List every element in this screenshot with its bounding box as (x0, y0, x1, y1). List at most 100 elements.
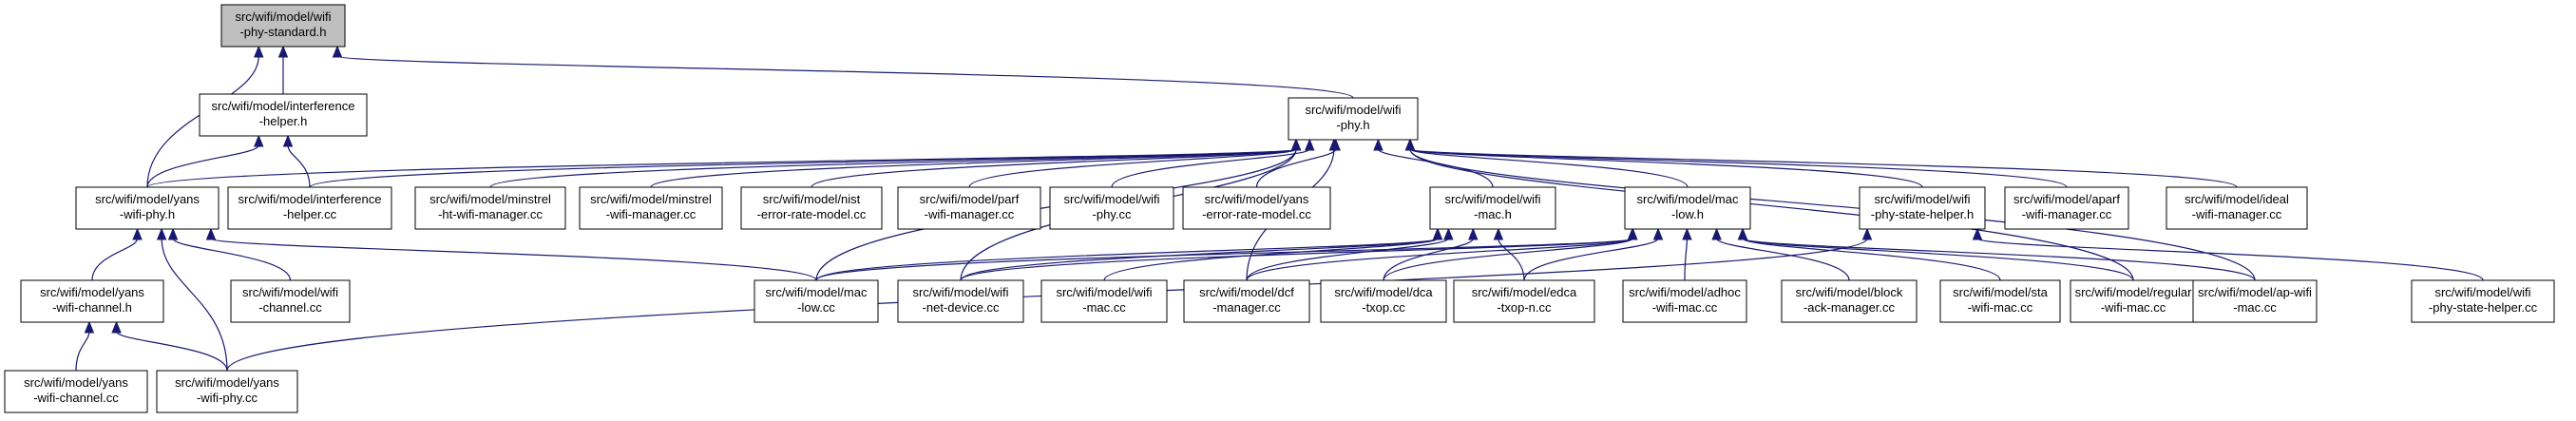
edge-netdev-to-maclow_h (960, 238, 1633, 281)
node-label-line: -wifi-mac.cc (2101, 300, 2166, 315)
node-psh-h[interactable]: src/wifi/model/wifi-phy-state-helper.h (1859, 186, 1986, 230)
node-label-line: src/wifi/model/yans (1205, 192, 1309, 206)
node-edca[interactable]: src/wifi/model/edca-txop-n.cc (1453, 279, 1595, 323)
node-box (897, 279, 1024, 323)
node-dcf[interactable]: src/wifi/model/dcf-manager.cc (1183, 279, 1310, 323)
node-interf-h[interactable]: src/wifi/model/interference-helper.h (199, 93, 368, 137)
edge-arrowhead (332, 45, 343, 58)
node-yanschan-h[interactable]: src/wifi/model/yans-wifi-channel.h (20, 279, 164, 323)
node-box (740, 186, 883, 230)
node-label-line: src/wifi/model/edca (1472, 285, 1577, 299)
node-maclow-cc[interactable]: src/wifi/model/mac-low.cc (754, 279, 879, 323)
edge-arrowhead (282, 134, 294, 147)
edge-arrowhead (84, 320, 95, 334)
node-label-line: -txop.cc (1362, 300, 1405, 315)
node-wifiphy-h[interactable]: src/wifi/model/wifi-phy.h (1288, 97, 1419, 141)
node-box (230, 279, 351, 323)
node-interf-cc[interactable]: src/wifi/model/interference-helper.cc (227, 186, 392, 230)
node-label-line: -mac.cc (1082, 300, 1126, 315)
node-label-line: -wifi-channel.cc (33, 391, 119, 405)
edge-arrowhead (1493, 227, 1504, 240)
node-label-line: src/wifi/model/interference (239, 192, 382, 206)
node-parf[interactable]: src/wifi/model/parf-wifi-manager.cc (897, 186, 1041, 230)
edge-yanschan_cc-to-yanschan_h (75, 331, 90, 372)
node-box (1453, 279, 1595, 323)
node-label-line: src/wifi/model/mac (1637, 192, 1739, 206)
node-label-line: -txop-n.cc (1497, 300, 1552, 315)
node-std[interactable]: src/wifi/model/wifi-phy-standard.h (220, 4, 346, 48)
node-aparf[interactable]: src/wifi/model/aparf-wifi-manager.cc (2004, 186, 2129, 230)
node-box (20, 279, 164, 323)
edge-arrowhead (1972, 227, 1983, 240)
node-wifimac-h[interactable]: src/wifi/model/wifi-mac.h (1429, 186, 1556, 230)
edge-arrowhead (254, 45, 264, 58)
node-label-line: src/wifi/model/wifi (235, 10, 331, 24)
node-box (579, 186, 723, 230)
node-dca[interactable]: src/wifi/model/dca-txop.cc (1320, 279, 1447, 323)
node-yanschan-cc[interactable]: src/wifi/model/yans-wifi-channel.cc (4, 370, 148, 413)
node-label-line: src/wifi/model/regular (2075, 285, 2192, 299)
node-label-line: src/wifi/model/wifi (242, 285, 338, 299)
node-nist[interactable]: src/wifi/model/nist-error-rate-model.cc (740, 186, 883, 230)
node-label-line: -wifi-manager.cc (2022, 207, 2112, 221)
node-box (414, 186, 566, 230)
node-apwifi[interactable]: src/wifi/model/ap-wifi-mac.cc (2192, 279, 2318, 323)
node-wifiphy-cc[interactable]: src/wifi/model/wifi-phy.cc (1049, 186, 1174, 230)
edge-apwifi-to-maclow_h (1742, 238, 2256, 281)
edge-arrowhead (156, 227, 167, 240)
node-yans-err[interactable]: src/wifi/model/yans-error-rate-model.cc (1182, 186, 1331, 230)
node-netdev[interactable]: src/wifi/model/wifi-net-device.cc (897, 279, 1024, 323)
node-label-line: src/wifi/model/dca (1334, 285, 1433, 299)
node-label-line: -wifi-phy.cc (197, 391, 258, 405)
node-box (2004, 186, 2129, 230)
node-label-line: src/wifi/model/yans (95, 192, 200, 206)
node-label-line: -mac.cc (2233, 300, 2277, 315)
node-box (2411, 279, 2555, 323)
edge-maclow_cc-to-yansphy_h (210, 238, 817, 281)
node-adhoc[interactable]: src/wifi/model/adhoc-wifi-mac.cc (1622, 279, 1747, 323)
node-sta[interactable]: src/wifi/model/sta-wifi-mac.cc (1939, 279, 2061, 323)
edge-arrowhead (1652, 227, 1664, 240)
node-box (1429, 186, 1556, 230)
node-psh-cc[interactable]: src/wifi/model/wifi-phy-state-helper.cc (2411, 279, 2555, 323)
node-label-line: -low.cc (797, 300, 835, 315)
node-wifichan-cc[interactable]: src/wifi/model/wifi-channel.cc (230, 279, 351, 323)
node-box (1049, 186, 1174, 230)
edge-arrowhead (167, 227, 179, 240)
node-minstrel-ht[interactable]: src/wifi/model/minstrel-ht-wifi-manager.… (414, 186, 566, 230)
edge-yansphy_cc-to-yansphy_h (161, 238, 228, 372)
node-box (754, 279, 879, 323)
node-label-line: src/wifi/model/yans (175, 375, 279, 390)
edge-arrowhead (1468, 227, 1479, 240)
node-regular[interactable]: src/wifi/model/regular-wifi-mac.cc (2070, 279, 2197, 323)
edge-yansphy_cc-to-yanschan_h (115, 331, 228, 372)
edge-regular-to-maclow_h (1742, 238, 2134, 281)
node-wifimac-cc[interactable]: src/wifi/model/wifi-mac.cc (1040, 279, 1168, 323)
node-label-line: src/wifi/model/block (1796, 285, 1903, 299)
edge-arrowhead (1432, 227, 1443, 240)
edge-arrowhead (132, 227, 143, 240)
node-minstrel[interactable]: src/wifi/model/minstrel-wifi-manager.cc (579, 186, 723, 230)
edge-dca-to-wifimac_h (1383, 238, 1474, 281)
edge-interf_cc-to-interf_h (287, 144, 311, 188)
edge-arrowhead (1404, 138, 1416, 151)
node-label-line: -wifi-manager.cc (606, 207, 696, 221)
node-label-line: -wifi-mac.cc (1968, 300, 2033, 315)
node-label-line: src/wifi/model/wifi (1874, 192, 1970, 206)
node-label-line: src/wifi/model/yans (40, 285, 144, 299)
node-maclow-h[interactable]: src/wifi/model/mac-low.h (1624, 186, 1751, 230)
node-yansphy-cc[interactable]: src/wifi/model/yans-wifi-phy.cc (156, 370, 298, 413)
node-label-line: src/wifi/model/interference (212, 99, 355, 113)
node-yansphy-h[interactable]: src/wifi/model/yans-wifi-phy.h (75, 186, 219, 230)
node-box (1939, 279, 2061, 323)
node-box (1320, 279, 1447, 323)
edge-wifiphy_h-to-std (336, 55, 1354, 99)
node-ideal[interactable]: src/wifi/model/ideal-wifi-manager.cc (2166, 186, 2308, 230)
node-box (1622, 279, 1747, 323)
node-block[interactable]: src/wifi/model/block-ack-manager.cc (1781, 279, 1918, 323)
edge-arrowhead (1861, 227, 1873, 240)
edge-yans_err-to-wifiphy_h (1255, 148, 1337, 188)
edge-arrowhead (277, 45, 289, 58)
node-label-line: -phy.h (1336, 118, 1369, 132)
